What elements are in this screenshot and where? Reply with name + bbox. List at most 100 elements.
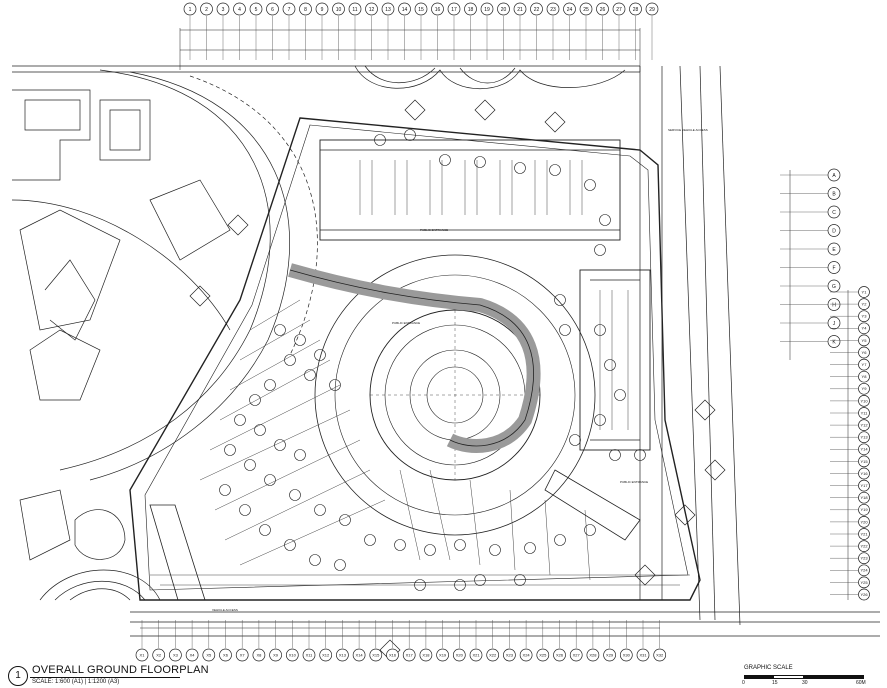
- drawing-title: OVERALL GROUND FLOORPLAN: [32, 664, 209, 676]
- tree-symbol: [634, 449, 646, 461]
- grid-right-C-bubble: [827, 205, 841, 219]
- grid-bottom-X11-bubble: [302, 648, 316, 662]
- tree-symbol: [259, 524, 271, 536]
- tree-symbol: [294, 449, 306, 461]
- grid-top-28-label: 28: [633, 7, 639, 13]
- grid-bottom-X21-bubble: [469, 648, 483, 662]
- grid-bottom-X15-bubble: [369, 648, 383, 662]
- grid-top-2-bubble: [200, 2, 213, 16]
- grid-right-C-label: C: [832, 210, 836, 216]
- grid-top-27-label: 27: [616, 7, 622, 13]
- tree-symbol: [264, 379, 276, 391]
- grid-top-11-label: 11: [352, 7, 357, 13]
- grid-bottom-X13-label: X13: [339, 652, 347, 657]
- grid-top-14-label: 14: [402, 7, 408, 13]
- grid-top-13-bubble: [381, 2, 395, 16]
- grid-bottom-X19-label: X19: [439, 652, 447, 657]
- tree-symbol: [454, 579, 466, 591]
- grid-right-Y20-bubble: [858, 516, 870, 528]
- grid-right-J-label: J: [833, 321, 836, 327]
- grid-bottom-X24-label: X24: [523, 652, 531, 657]
- grid-right-F-bubble: [827, 261, 841, 274]
- grid-right-H-bubble: [827, 298, 841, 311]
- grid-top-17-label: 17: [451, 7, 457, 13]
- grid-top-16-bubble: [431, 2, 444, 16]
- grid-right-Y17-bubble: [858, 479, 870, 492]
- grid-top-22-label: 22: [534, 7, 540, 13]
- grid-top-21-label: 21: [517, 7, 523, 13]
- tree-symbol: [304, 369, 316, 381]
- grid-right-Y24-bubble: [858, 564, 870, 577]
- grid-right-K-bubble: [827, 335, 841, 348]
- grid-bottom-X28-bubble: [586, 648, 600, 662]
- grid-top-1-label: 1: [189, 7, 192, 13]
- grid-top-2-label: 2: [205, 7, 208, 13]
- grid-right-Y7-label: Y7: [862, 362, 868, 367]
- service-vehicle-access-label: SERVICE VEHICLE ACCESS: [668, 128, 708, 132]
- grid-right-Y11-label: Y11: [861, 410, 869, 415]
- grid-right-Y19-label: Y19: [860, 507, 868, 512]
- grid-bottom-X15-label: X15: [372, 652, 380, 657]
- grid-right-Y4-label: Y4: [862, 326, 868, 331]
- public-entrance-label-3: PUBLIC ENTRANCE: [620, 480, 649, 484]
- grid-bottom-X23-bubble: [503, 648, 516, 662]
- tree-symbol: [364, 534, 376, 546]
- grid-top-16-label: 16: [435, 7, 441, 13]
- grid-right-Y13-label: Y13: [860, 435, 868, 440]
- grid-top-15-label: 15: [418, 7, 424, 13]
- grid-right-G-label: G: [832, 284, 836, 290]
- grid-bottom-X6-label: X6: [223, 652, 229, 657]
- tree-symbol: [609, 449, 621, 461]
- grid-bottom-X20-bubble: [452, 648, 466, 662]
- grid-right-Y6-bubble: [858, 346, 870, 359]
- tree-symbol: [554, 534, 566, 546]
- grid-bottom-X27-label: X27: [573, 652, 581, 657]
- grid-bottom-X1-bubble: [135, 648, 149, 662]
- grid-right-K-label: K: [832, 339, 836, 345]
- grid-top-23-bubble: [546, 2, 560, 16]
- tree-symbol: [604, 359, 616, 371]
- grid-bottom-X18-bubble: [419, 648, 433, 662]
- grid-top-27-bubble: [612, 2, 626, 16]
- tree-symbol: [584, 524, 596, 536]
- grid-bottom-X9-label: X9: [273, 652, 279, 657]
- grid-bottom-X25-label: X25: [539, 652, 547, 657]
- grid-right-Y13-bubble: [858, 431, 870, 444]
- grid-bottom-X32-bubble: [653, 648, 667, 662]
- grid-right-Y10-bubble: [858, 395, 870, 407]
- grid-right-Y18-label: Y18: [860, 495, 868, 500]
- grid-right-Y25-bubble: [858, 576, 870, 589]
- grid-bottom-X9-bubble: [269, 648, 282, 662]
- tree-symbol: [594, 244, 606, 256]
- tree-symbol: [264, 474, 276, 486]
- tree-symbol: [474, 574, 486, 586]
- scale-tick-30: 30: [802, 680, 808, 686]
- grid-right-Y22-bubble: [858, 540, 870, 552]
- grid-top-17-bubble: [447, 2, 461, 16]
- grid-bottom-X7-label: X7: [240, 652, 246, 657]
- tree-symbol: [234, 414, 246, 426]
- grid-right-E-label: E: [832, 247, 836, 253]
- grid-top-12-bubble: [365, 2, 378, 16]
- grid-right-Y14-label: Y14: [860, 447, 868, 452]
- scale-note: SCALE: 1:600 (A1) | 1:1200 (A3): [32, 679, 120, 685]
- grid-right-Y20-label: Y20: [860, 519, 868, 524]
- grid-right-Y7-bubble: [858, 358, 870, 371]
- grid-right-Y12-bubble: [858, 419, 870, 431]
- grid-bottom-X17-bubble: [402, 648, 416, 662]
- grid-top-19-bubble: [480, 2, 494, 16]
- grid-right-Y1-bubble: [858, 286, 870, 298]
- grid-bottom-X16-bubble: [386, 648, 399, 662]
- tree-symbol: [254, 424, 266, 436]
- grid-right-Y18-bubble: [858, 491, 870, 504]
- grid-bottom-X19-bubble: [436, 648, 449, 662]
- graphic-scale-label: GRAPHIC SCALE: [744, 665, 793, 671]
- tree-symbol: [239, 504, 251, 516]
- grid-top-29-label: 29: [649, 7, 655, 13]
- grid-right-Y6-label: Y6: [862, 350, 868, 355]
- grid-right-Y8-bubble: [858, 370, 870, 383]
- grid-top-10-label: 10: [336, 7, 342, 13]
- grid-right-Y3-bubble: [858, 310, 870, 323]
- grid-bottom-X2-label: X2: [156, 652, 162, 657]
